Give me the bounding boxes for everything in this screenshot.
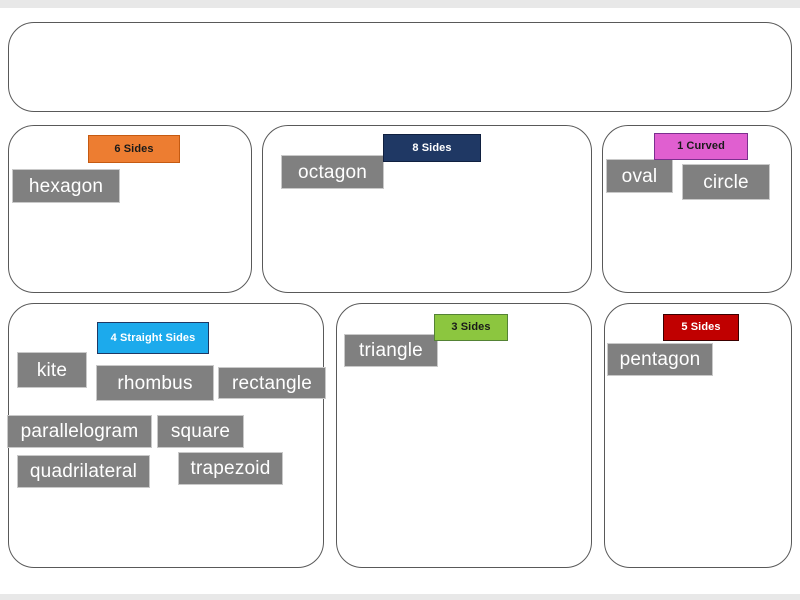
category-badge-6-sides[interactable]: 6 Sides xyxy=(88,135,180,163)
word-tile-pentagon[interactable]: pentagon xyxy=(607,343,713,376)
word-tile-kite[interactable]: kite xyxy=(17,352,87,388)
category-badge-1-curved[interactable]: 1 Curved xyxy=(654,133,748,160)
category-badge-8-sides[interactable]: 8 Sides xyxy=(383,134,481,162)
word-tile-parallelogram[interactable]: parallelogram xyxy=(7,415,152,448)
word-tile-quadrilateral[interactable]: quadrilateral xyxy=(17,455,150,488)
word-tile-square[interactable]: square xyxy=(157,415,244,448)
word-tile-triangle[interactable]: triangle xyxy=(344,334,438,367)
word-tile-hexagon[interactable]: hexagon xyxy=(12,169,120,203)
category-badge-3-sides[interactable]: 3 Sides xyxy=(434,314,508,341)
top-edge-strip xyxy=(0,0,800,8)
word-tile-circle[interactable]: circle xyxy=(682,164,770,200)
category-badge-5-sides[interactable]: 5 Sides xyxy=(663,314,739,341)
bottom-edge-strip xyxy=(0,594,800,600)
answer-bank[interactable] xyxy=(8,22,792,112)
category-badge-4-straight-sides[interactable]: 4 Straight Sides xyxy=(97,322,209,354)
word-tile-trapezoid[interactable]: trapezoid xyxy=(178,452,283,485)
word-tile-octagon[interactable]: octagon xyxy=(281,155,384,189)
word-tile-oval[interactable]: oval xyxy=(606,159,673,193)
word-tile-rectangle[interactable]: rectangle xyxy=(218,367,326,399)
word-tile-rhombus[interactable]: rhombus xyxy=(96,365,214,401)
